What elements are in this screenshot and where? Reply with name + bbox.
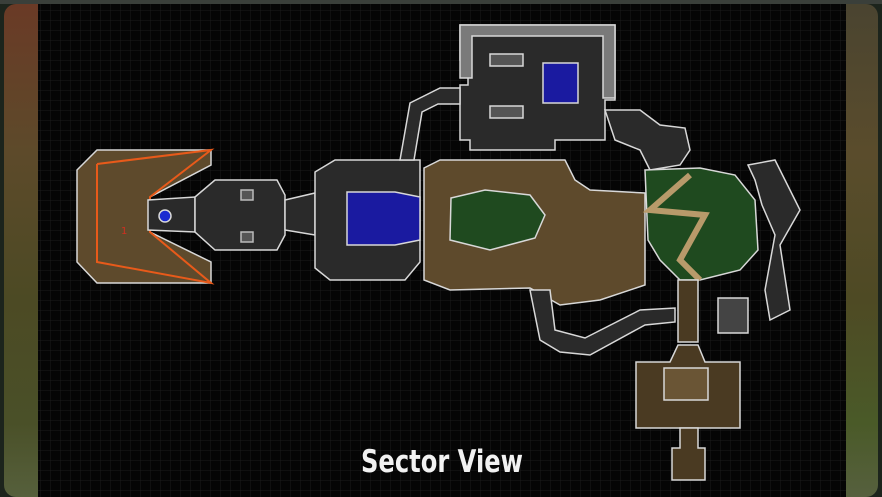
sector-map[interactable]: 1 bbox=[38, 4, 846, 497]
player-start-icon bbox=[158, 209, 172, 223]
window-top-border bbox=[0, 0, 882, 4]
map-sectors bbox=[76, 24, 801, 481]
grass-patch bbox=[449, 189, 546, 251]
sector-tag-label: 1 bbox=[121, 226, 127, 237]
caption-title: Sector View bbox=[361, 444, 523, 480]
water-pool-top bbox=[542, 62, 579, 104]
frame-right-panel bbox=[846, 4, 878, 497]
sector-top-room bbox=[459, 24, 616, 151]
water-pool bbox=[346, 191, 421, 246]
frame-left-panel bbox=[4, 4, 38, 497]
map-viewport[interactable]: 1 Sector View bbox=[38, 4, 846, 497]
